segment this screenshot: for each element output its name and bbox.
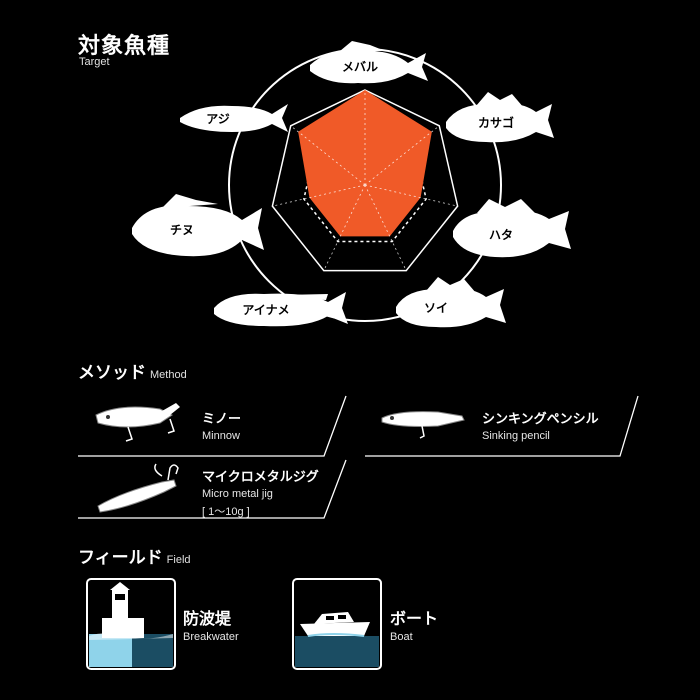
- fish-soi: ソイ: [396, 277, 506, 328]
- radar-spoke: [364, 184, 407, 271]
- fish-chinu: チヌ: [132, 194, 264, 257]
- method-label-en: Sinking pencil: [482, 430, 550, 442]
- method-label-jp: シンキングペンシル: [482, 412, 599, 427]
- fish-aji: アジ: [180, 104, 288, 132]
- radar-spoke: [364, 125, 440, 186]
- method-subtitle: Method: [150, 369, 187, 381]
- method-weight-note: [ 1～10g ]: [202, 506, 250, 518]
- target-radar-chart: メバル カサゴ ハタ ソイ アイナメ チヌ アジ: [132, 41, 571, 328]
- field-item-boat: ボート Boat: [390, 605, 438, 643]
- fish-hata: ハタ: [453, 199, 571, 258]
- radar-spoke: [290, 125, 366, 186]
- radar-spoke: [272, 184, 366, 207]
- target-title: 対象魚種: [78, 34, 171, 59]
- method-item-metal-jig: マイクロメタルジグ Micro metal jig [ 1～10g ]: [202, 466, 319, 519]
- fish-label: メバル: [342, 60, 378, 74]
- method-label-en: Minnow: [202, 430, 240, 442]
- method-item-sinking-pencil: シンキングペンシル Sinking pencil: [482, 408, 599, 442]
- metal-jig-lure-icon: [97, 463, 179, 513]
- radar-spoke: [323, 184, 366, 271]
- fish-ainame: アイナメ: [214, 292, 348, 327]
- sinking-pencil-lure-icon: [381, 411, 465, 439]
- method-label-en: Micro metal jig: [202, 488, 273, 500]
- svg-text:ソイ: ソイ: [424, 301, 448, 315]
- radar-spoke: [364, 184, 458, 207]
- field-item-breakwater: 防波堤 Breakwater: [183, 605, 239, 643]
- method-label-jp: ミノー: [202, 412, 242, 427]
- lighthouse-icon: [86, 578, 176, 670]
- method-dividers: [78, 395, 639, 519]
- svg-text:ハタ: ハタ: [489, 228, 513, 242]
- radar-grid-ring: [271, 89, 459, 272]
- method-title: メソッド: [78, 363, 146, 383]
- method-header: メソッド Method: [78, 358, 187, 383]
- field-label-en: Breakwater: [183, 631, 239, 643]
- target-subtitle: Target: [79, 56, 110, 68]
- field-title: フィールド: [78, 548, 163, 568]
- field-label-en: Boat: [390, 631, 413, 643]
- field-subtitle: Field: [166, 554, 191, 566]
- field-label-jp: 防波堤: [183, 609, 232, 628]
- svg-text:アジ: アジ: [206, 112, 230, 126]
- method-label-jp: マイクロメタルジグ: [202, 470, 319, 485]
- fish-kasago: カサゴ: [446, 92, 554, 143]
- fish-mebaru: メバル: [310, 41, 428, 84]
- method-item-minnow: ミノー Minnow: [202, 408, 241, 442]
- svg-text:チヌ: チヌ: [170, 223, 194, 237]
- field-header: フィールド Field: [78, 543, 191, 568]
- svg-text:カサゴ: カサゴ: [478, 115, 514, 130]
- field-label-jp: ボート: [390, 609, 439, 628]
- boat-icon: [292, 578, 382, 670]
- minnow-lure-icon: [95, 403, 180, 442]
- svg-text:アイナメ: アイナメ: [242, 303, 289, 317]
